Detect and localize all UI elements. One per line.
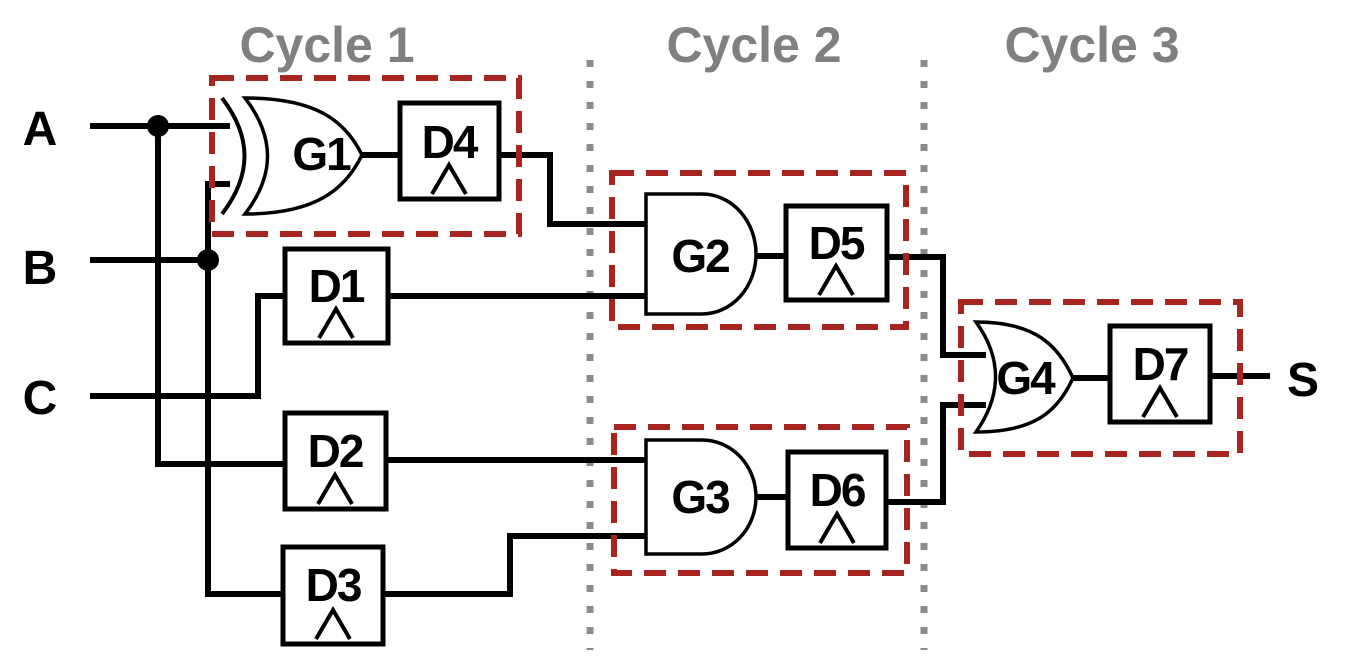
flipflop-d6: D6	[785, 449, 889, 551]
wire-d6-to-g4	[886, 402, 986, 505]
clock-triangle-icon	[430, 161, 468, 196]
wire-c	[90, 293, 285, 399]
xor-input-arc	[220, 96, 247, 216]
clock-triangle-icon	[1141, 384, 1179, 419]
flipflop-d1-label: D1	[309, 260, 365, 312]
cycle-3-label: Cycle 3	[1004, 17, 1179, 73]
input-b-label: B	[23, 242, 58, 295]
wire-b-to-d3	[205, 260, 283, 597]
gate-g1-label: G1	[292, 128, 351, 180]
input-c-label: C	[23, 372, 58, 425]
input-a-label: A	[23, 103, 58, 156]
clock-triangle-icon	[817, 262, 855, 297]
stage-box-g3-d6	[611, 424, 910, 576]
flipflop-d4: D4	[397, 100, 502, 202]
gate-g4-label: G4	[996, 352, 1056, 404]
stage-box-g4-d7	[958, 299, 1243, 457]
junction-dot-a	[147, 115, 169, 137]
wire-d3-to-g3	[383, 533, 646, 597]
flipflop-d4-label: D4	[422, 116, 479, 168]
gate-g2: G2	[644, 192, 758, 316]
or-gate-icon	[972, 320, 1075, 434]
gate-g2-label: G2	[671, 230, 729, 282]
gate-g3-label: G3	[671, 471, 729, 523]
wire-d5-to-g4	[887, 254, 986, 358]
and-gate-icon	[644, 192, 758, 316]
junction-dot-b	[197, 249, 219, 271]
gate-g1: G1	[220, 96, 364, 216]
clock-triangle-icon	[316, 471, 354, 506]
wires	[90, 123, 1270, 597]
clock-triangle-icon	[314, 606, 352, 641]
output-s-label: S	[1287, 354, 1319, 407]
cycle-2-label: Cycle 2	[666, 17, 841, 73]
wire-a-to-d2	[155, 126, 285, 467]
flipflop-d1: D1	[282, 246, 391, 346]
flipflop-d7: D7	[1107, 323, 1213, 425]
flipflop-d3-label: D3	[306, 559, 361, 611]
and-gate-icon	[644, 438, 758, 556]
stage-box-g2-d5	[609, 170, 909, 330]
flipflop-d5-label: D5	[809, 217, 865, 269]
wire-d4-to-g2	[499, 152, 646, 227]
wire-b-to-g1	[205, 181, 230, 260]
flipflop-d2-label: D2	[308, 425, 363, 477]
flipflop-d7-label: D7	[1133, 338, 1188, 390]
clock-triangle-icon	[317, 305, 355, 340]
xor-gate-icon	[241, 96, 364, 216]
cycle-1-label: Cycle 1	[239, 17, 414, 73]
flipflop-d3: D3	[280, 544, 386, 647]
flipflop-d2: D2	[282, 410, 389, 512]
flipflop-d5: D5	[783, 203, 890, 303]
flipflop-d6-label: D6	[810, 464, 865, 516]
clock-triangle-icon	[818, 510, 856, 545]
gate-g4: G4	[972, 320, 1075, 434]
stage-box-g1-d4	[209, 75, 522, 237]
gate-g3: G3	[644, 438, 758, 556]
